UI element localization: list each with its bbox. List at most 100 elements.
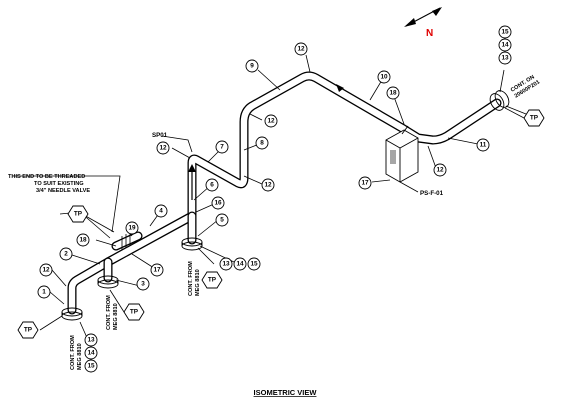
- threaded-end-note: THIS END TO BE THREADED TO SUIT EXISTING…: [8, 174, 90, 194]
- svg-text:5: 5: [220, 217, 224, 224]
- callout-11: 11: [476, 138, 490, 152]
- callout-15-top-right: 15: [498, 25, 512, 39]
- callout-17-right: 17: [358, 176, 372, 190]
- callout-16-mid: 16: [211, 196, 225, 210]
- callout-13-top-right: 13: [498, 51, 512, 65]
- view-title: ISOMETRIC VIEW: [254, 388, 318, 397]
- north-arrow: N: [404, 7, 442, 39]
- threaded-end: [121, 232, 131, 250]
- callout-2: 2: [59, 247, 73, 261]
- svg-text:12: 12: [264, 182, 272, 189]
- svg-text:MEG 8810: MEG 8810: [77, 343, 83, 370]
- svg-text:13: 13: [501, 55, 509, 62]
- callout-9: 9: [245, 59, 259, 73]
- callout-balloons: 12 9 10 15 14 13 12 8 7 12 12 18 11 12 1…: [37, 25, 512, 373]
- callout-12-lower-left: 12: [39, 263, 53, 277]
- svg-text:18: 18: [389, 90, 397, 97]
- svg-text:MEG 8810: MEG 8810: [195, 269, 201, 296]
- svg-text:12: 12: [159, 145, 167, 152]
- svg-text:2: 2: [64, 251, 68, 258]
- tp-hexagon-lower-left: TP: [17, 321, 39, 339]
- callout-17-left: 17: [150, 263, 164, 277]
- svg-text:19: 19: [128, 225, 136, 232]
- north-label: N: [426, 28, 433, 39]
- svg-text:13: 13: [222, 261, 230, 268]
- callout-14-left: 14: [84, 346, 98, 360]
- callout-1: 1: [37, 285, 51, 299]
- callout-12-mid: 12: [261, 178, 275, 192]
- flow-arrows: [188, 84, 344, 200]
- callout-5: 5: [215, 213, 229, 227]
- flow-arrow-right: [336, 84, 344, 92]
- svg-text:12: 12: [267, 118, 275, 125]
- cont-from-note-right: CONT. FROM MEG 8810: [188, 261, 201, 296]
- svg-text:CONT. FROM: CONT. FROM: [188, 261, 194, 296]
- callout-13-mid: 13: [219, 257, 233, 271]
- svg-text:15: 15: [250, 261, 258, 268]
- note-threaded-line-1: THIS END TO BE THREADED: [8, 174, 85, 180]
- svg-text:11: 11: [480, 142, 487, 149]
- callout-15-mid: 15: [247, 257, 261, 271]
- note-threaded-line-3: 3/4" NEEDLE VALVE: [36, 188, 90, 194]
- svg-text:12: 12: [436, 167, 444, 174]
- svg-text:7: 7: [220, 144, 224, 151]
- callout-18-right: 18: [386, 86, 400, 100]
- svg-text:14: 14: [501, 42, 509, 49]
- cont-from-note-left: CONT. FROM MEG 8810: [70, 335, 83, 370]
- tp-hexagon-mid: TP: [201, 271, 223, 289]
- svg-text:6: 6: [210, 182, 214, 189]
- svg-text:TP: TP: [530, 115, 539, 122]
- svg-text:9: 9: [250, 63, 254, 70]
- svg-text:TP: TP: [24, 327, 33, 334]
- callout-12-top: 12: [294, 42, 308, 56]
- callout-7: 7: [215, 140, 229, 154]
- flange-right: [489, 93, 505, 111]
- callout-19: 19: [125, 221, 139, 235]
- svg-text:13: 13: [87, 337, 95, 344]
- svg-text:TP: TP: [130, 309, 139, 316]
- svg-text:15: 15: [501, 29, 509, 36]
- pipe-support-bracket: [385, 125, 419, 193]
- svg-text:CONT. FROM: CONT. FROM: [106, 295, 112, 330]
- callout-18-left: 18: [76, 233, 90, 247]
- svg-text:12: 12: [42, 267, 50, 274]
- svg-text:4: 4: [159, 208, 163, 215]
- callout-14-top-right: 14: [498, 38, 512, 52]
- svg-text:TP: TP: [208, 277, 217, 284]
- svg-text:CONT. FROM: CONT. FROM: [70, 335, 76, 370]
- note-threaded-line-2: TO SUIT EXISTING: [34, 181, 84, 187]
- svg-text:18: 18: [79, 237, 87, 244]
- tp-markers: TP TP TP TP TP: [17, 109, 545, 339]
- callout-14-mid: 14: [233, 257, 247, 271]
- callout-13-left: 13: [84, 333, 98, 347]
- svg-text:14: 14: [87, 350, 95, 357]
- pipe-support-label: PS-F-01: [420, 190, 444, 197]
- callout-4: 4: [154, 204, 168, 218]
- svg-text:17: 17: [361, 180, 369, 187]
- svg-text:12: 12: [297, 46, 305, 53]
- callout-15-left: 15: [84, 359, 98, 373]
- tp-hexagon-right: TP: [523, 109, 545, 127]
- tp-hexagon-lower-mid: TP: [123, 303, 145, 321]
- tp-hexagon-upper-left: TP: [67, 205, 89, 223]
- callout-3: 3: [136, 277, 150, 291]
- svg-text:15: 15: [87, 363, 95, 370]
- svg-text:1: 1: [42, 289, 46, 296]
- svg-text:3: 3: [141, 281, 145, 288]
- callout-12-right-upper: 12: [264, 114, 278, 128]
- svg-text:8: 8: [260, 140, 264, 147]
- svg-text:10: 10: [380, 74, 388, 81]
- callout-8: 8: [255, 136, 269, 150]
- callout-6: 6: [205, 178, 219, 192]
- svg-text:16: 16: [214, 200, 222, 207]
- svg-text:MEG 8810: MEG 8810: [113, 303, 119, 330]
- callout-10: 10: [377, 70, 391, 84]
- callout-12-left-upper: 12: [156, 141, 170, 155]
- cont-from-note-mid: CONT. FROM MEG 8810: [106, 295, 119, 330]
- svg-text:14: 14: [236, 261, 244, 268]
- support-tag-sp01: SP01: [152, 132, 168, 139]
- leader-lines: [12, 54, 537, 341]
